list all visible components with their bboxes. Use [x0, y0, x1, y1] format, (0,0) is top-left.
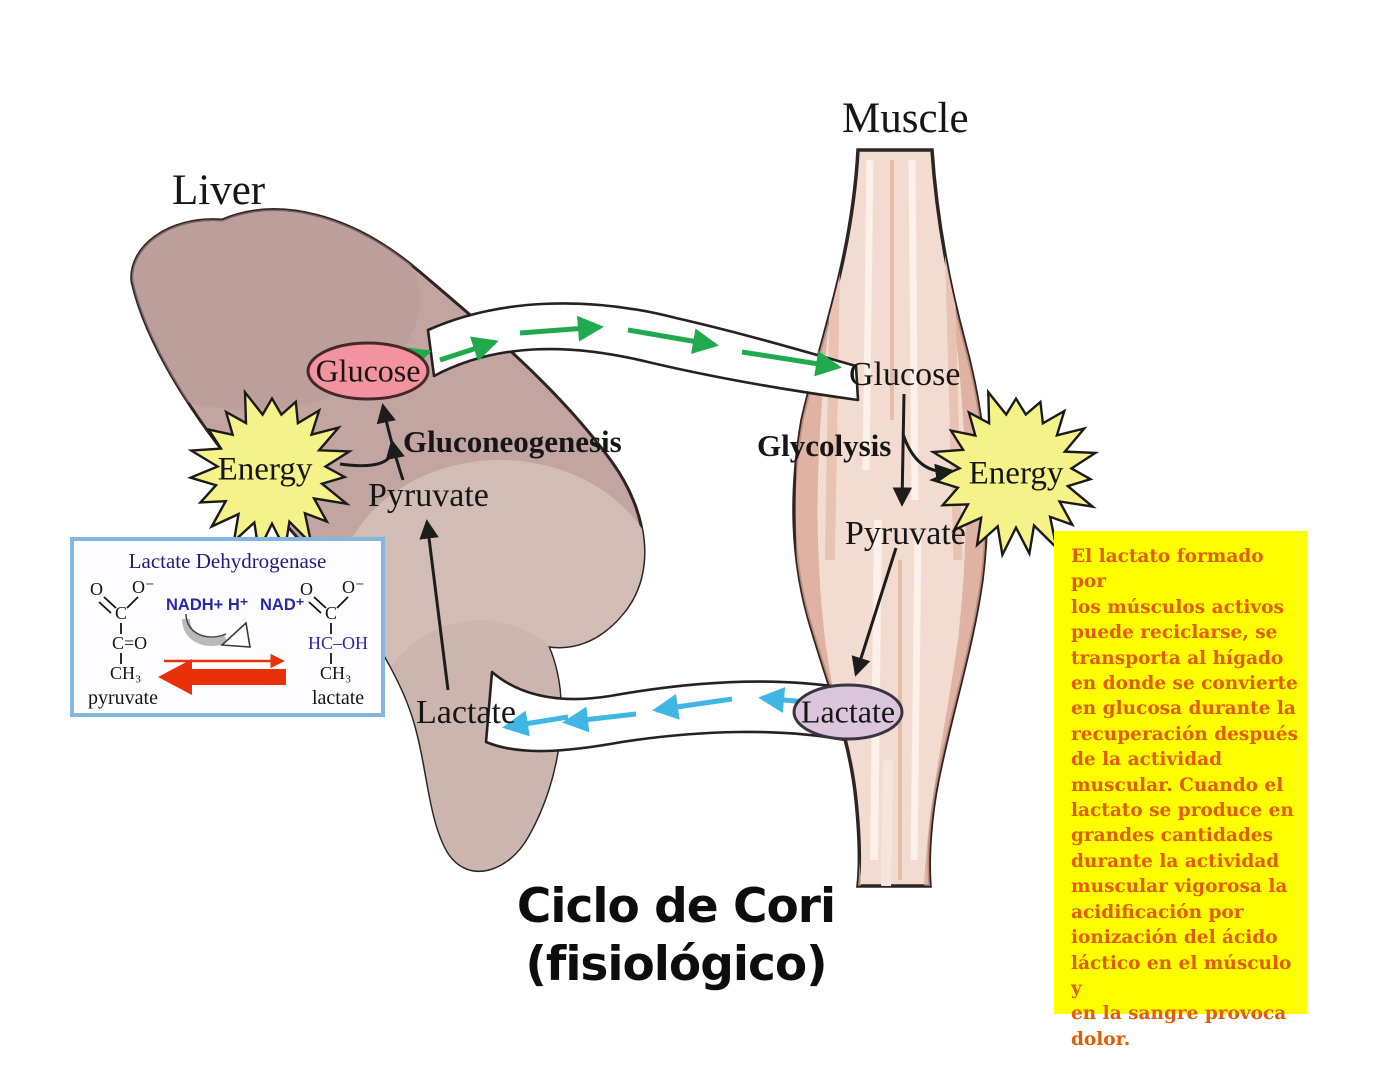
lactate-hcoh-group: HC–OH — [308, 633, 369, 653]
pyruvate-o-atom: O — [90, 579, 103, 599]
lactate-ch3-group: CH₃ — [320, 663, 352, 683]
pyruvate-to-lactate-arrow — [851, 547, 898, 677]
glycolysis-arrow — [892, 393, 913, 507]
nad-label: NAD⁺ — [260, 596, 305, 614]
glucose-arrow-3 — [627, 327, 719, 355]
lactate-arrow-3 — [562, 706, 637, 733]
pyruvate-co-group: C=O — [112, 633, 148, 653]
lactate-o-minus-atom: O⁻ — [342, 577, 365, 597]
lactate-dehydrogenase-box: Lactate Dehydrogenase O O⁻ C C=O CH₃ pyr… — [70, 537, 385, 717]
slide-title: Ciclo de Cori (fisiológico) — [516, 878, 836, 994]
glucose-vessel — [369, 302, 860, 402]
glucose-arrow-2 — [519, 315, 604, 342]
energy-starburst-left — [187, 388, 354, 555]
pyruvate-ch3-group: CH₃ — [110, 663, 142, 683]
lactate-oval — [792, 683, 904, 741]
muscle-glucose-label: Glucose — [849, 356, 961, 393]
muscle-label: Muscle — [842, 95, 969, 142]
muscle-pyruvate-label: Pyruvate — [845, 515, 966, 552]
cofactor-arrowhead — [220, 621, 251, 648]
reaction-title: Lactate Dehydrogenase — [128, 549, 327, 573]
glucose-arrow-4 — [741, 349, 842, 377]
glucose-oval — [306, 341, 430, 401]
explanation-note-text: El lactato formado por los músculos acti… — [1071, 546, 1298, 1050]
liver-lower-lobe — [360, 620, 600, 871]
lactate-o-atom: O — [300, 579, 313, 599]
pyruvate-name: pyruvate — [88, 687, 158, 709]
pyruvate-c-atom: C — [115, 603, 128, 623]
nadh-label: NADH+ H⁺ — [166, 596, 249, 614]
liver-glucose-label: Glucose — [315, 352, 421, 389]
lactate-arrow-2 — [652, 693, 733, 720]
energy-left-label: Energy — [217, 451, 313, 488]
explanation-note: El lactato formado por los músculos acti… — [1054, 531, 1307, 1050]
liver-label: Liver — [172, 167, 266, 214]
gluconeogenesis-label: Gluconeogenesis — [403, 424, 622, 459]
cofactor-curve — [182, 618, 228, 647]
glycolysis-to-energy-arrow — [901, 433, 955, 483]
muscle-lactate-label: Lactate — [800, 693, 896, 730]
reverse-reaction-arrow — [158, 659, 286, 695]
liver-pyruvate-label: Pyruvate — [368, 477, 489, 514]
liver-lactate-label: Lactate — [416, 694, 517, 731]
lactate-name: lactate — [312, 687, 365, 709]
glycolysis-label: Glycolysis — [757, 428, 892, 463]
slide-title-line2: (fisiológico) — [525, 937, 827, 992]
energy-starburst-right — [929, 388, 1100, 559]
energy-to-gluconeogenesis-arrow — [339, 439, 405, 468]
energy-right-label: Energy — [968, 455, 1064, 492]
glucose-arrow-1 — [439, 336, 499, 363]
lactate-c-atom: C — [325, 603, 338, 623]
lactate-to-pyruvate-arrow — [419, 519, 450, 691]
lactate-arrow-4 — [502, 710, 569, 737]
pyruvate-o-minus-atom: O⁻ — [132, 577, 155, 597]
reaction-bonds — [98, 596, 349, 695]
slide-title-line1: Ciclo de Cori — [516, 879, 836, 934]
